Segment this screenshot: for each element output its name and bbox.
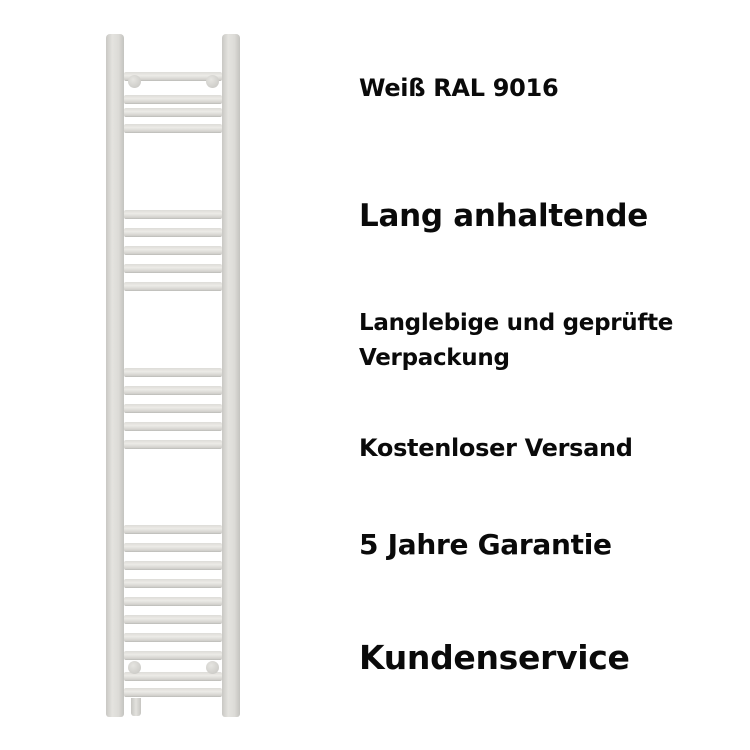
- right-rail: [222, 34, 240, 717]
- left-rail: [106, 34, 124, 717]
- valve-knob-icon: [206, 75, 219, 88]
- radiator-bar: [124, 615, 222, 624]
- radiator-bar: [124, 633, 222, 642]
- radiator-bar: [124, 210, 222, 219]
- feature-packaging: Langlebige und geprüfte Verpackung: [359, 310, 674, 371]
- radiator-bar: [124, 246, 222, 255]
- radiator-bar: [124, 386, 222, 395]
- radiator-bar: [124, 525, 222, 534]
- radiator-bar: [124, 264, 222, 273]
- radiator-bar: [124, 368, 222, 377]
- radiator-bar: [124, 72, 222, 81]
- valve-knob-icon: [128, 75, 141, 88]
- radiator-bar: [124, 282, 222, 291]
- feature-durable: Lang anhaltende: [359, 198, 648, 234]
- radiator-bar: [124, 228, 222, 237]
- valve-knob-icon: [206, 661, 219, 674]
- feature-customer-service: Kundenservice: [359, 638, 630, 677]
- radiator-bar: [124, 672, 222, 681]
- radiator-bar: [124, 651, 222, 660]
- feature-free-shipping: Kostenloser Versand: [359, 434, 633, 462]
- radiator-bar: [124, 440, 222, 449]
- radiator-bar: [124, 95, 222, 104]
- radiator-bar: [124, 108, 222, 117]
- radiator-bar: [124, 422, 222, 431]
- radiator-bar: [124, 579, 222, 588]
- towel-radiator-image: [0, 0, 300, 750]
- radiator-bar: [124, 404, 222, 413]
- connection-pipe: [131, 698, 141, 716]
- feature-warranty: 5 Jahre Garantie: [359, 528, 612, 561]
- valve-knob-icon: [128, 661, 141, 674]
- radiator-bar: [124, 597, 222, 606]
- radiator-bar: [124, 688, 222, 697]
- radiator-bar: [124, 561, 222, 570]
- feature-color: Weiß RAL 9016: [359, 74, 559, 102]
- radiator-bar: [124, 543, 222, 552]
- radiator-bar: [124, 124, 222, 133]
